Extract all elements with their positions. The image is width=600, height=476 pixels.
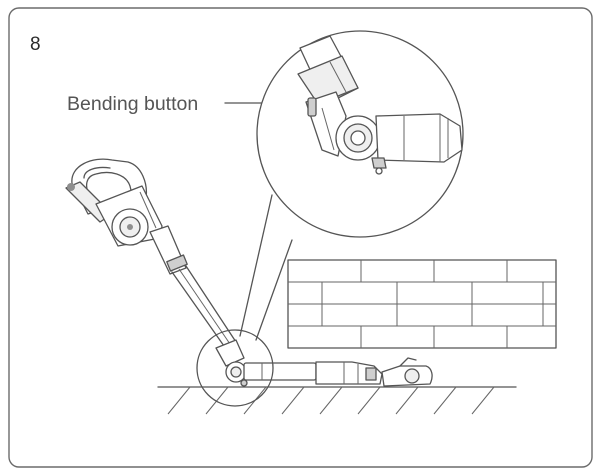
bending-button-label: Bending button — [67, 93, 198, 115]
magnifier-leader-right — [255, 239, 293, 341]
stick-vacuum-bent — [65, 158, 433, 387]
detail-magnifier-circle — [256, 30, 464, 238]
magnifier-leader-left — [239, 194, 273, 337]
step-number: 8 — [30, 34, 41, 55]
detail-marker-circle — [196, 329, 274, 407]
brick-wall — [287, 259, 557, 349]
